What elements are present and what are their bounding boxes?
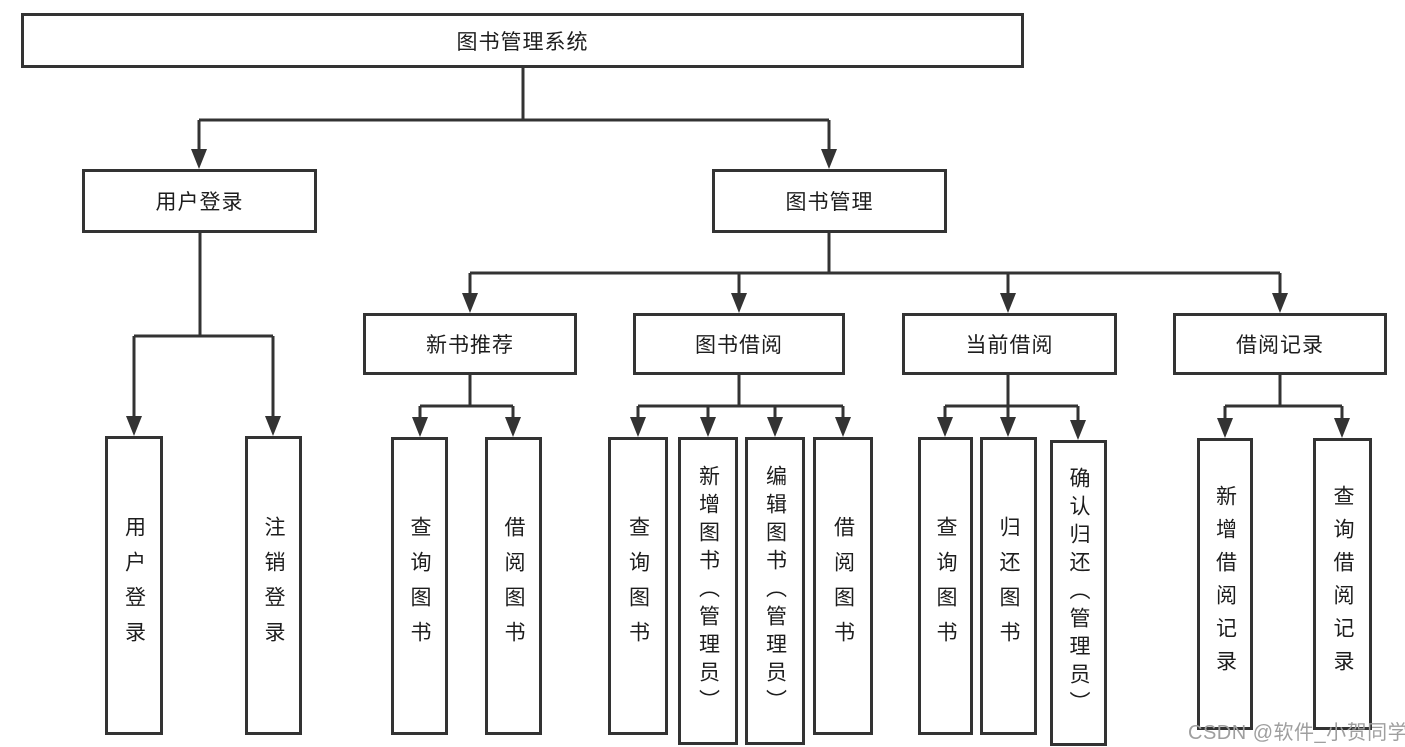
leaf-logout: 注销登录 bbox=[245, 436, 302, 735]
leaf-borrow-book: 借阅图书 bbox=[485, 437, 542, 735]
csdn-watermark: CSDN @软件_小贺同学 bbox=[1188, 722, 1405, 744]
node-new-book-recommend: 新书推荐 bbox=[363, 313, 577, 375]
node-book-borrowing: 图书借阅 bbox=[633, 313, 845, 375]
node-current-borrowing: 当前借阅 bbox=[902, 313, 1117, 375]
leaf-edit-book-admin: 编辑图书（管理员） bbox=[745, 437, 805, 745]
leaf-query-book: 查询图书 bbox=[918, 437, 973, 735]
node-user-login: 用户登录 bbox=[82, 169, 317, 233]
node-book-management: 图书管理 bbox=[712, 169, 947, 233]
node-borrowing-records: 借阅记录 bbox=[1173, 313, 1387, 375]
leaf-query-book: 查询图书 bbox=[608, 437, 668, 735]
leaf-borrow-book: 借阅图书 bbox=[813, 437, 873, 735]
leaf-return-book: 归还图书 bbox=[980, 437, 1037, 735]
leaf-confirm-return-admin: 确认归还（管理员） bbox=[1050, 440, 1107, 746]
leaf-query-book: 查询图书 bbox=[391, 437, 448, 735]
leaf-add-borrow-record: 新增借阅记录 bbox=[1197, 438, 1253, 730]
leaf-user-login: 用户登录 bbox=[105, 436, 163, 735]
node-library-system: 图书管理系统 bbox=[21, 13, 1024, 68]
leaf-add-book-admin: 新增图书（管理员） bbox=[678, 437, 738, 745]
leaf-query-borrow-record: 查询借阅记录 bbox=[1313, 438, 1372, 730]
